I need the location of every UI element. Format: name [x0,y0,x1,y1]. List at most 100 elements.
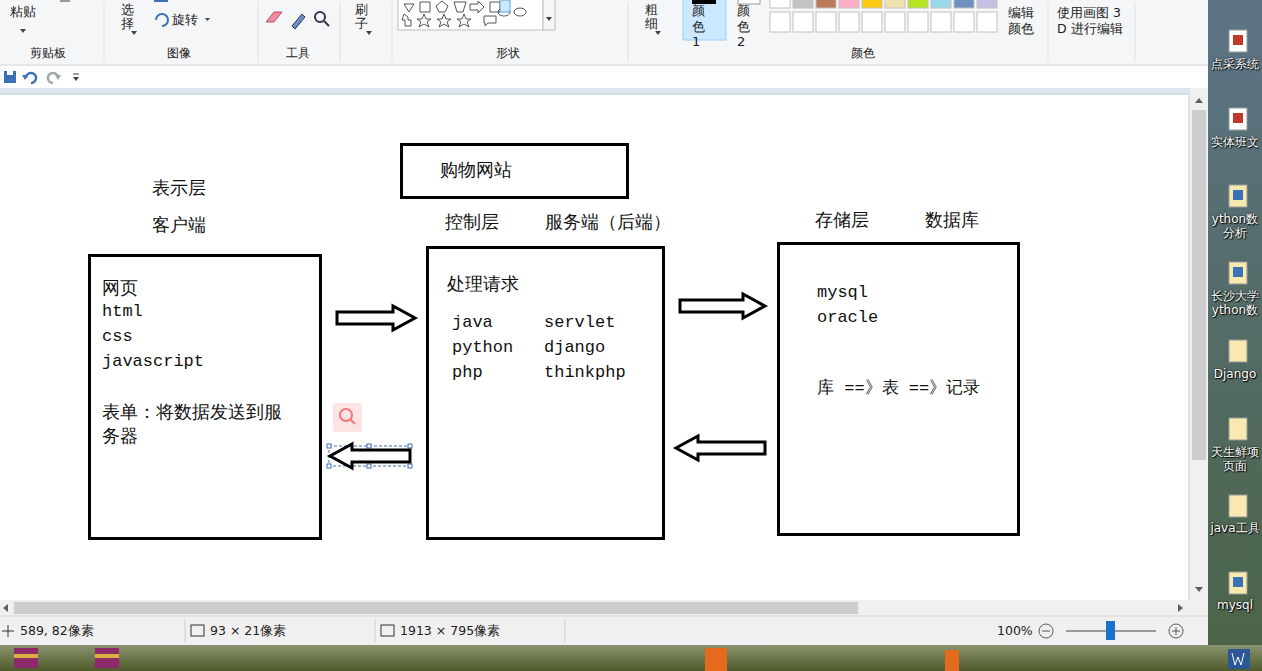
ribbon-part [156,14,168,26]
status-text: 1913 × 795像素 [400,623,500,638]
desktop-part [95,654,119,658]
desktop-part [1229,340,1247,362]
quick-access-bar-part [4,71,16,83]
ribbon-label: 粗细 [645,3,658,32]
ribbon-part [392,2,393,62]
layer-heading: 数据库 [925,209,979,230]
status-text-box: 1913 × 795像素 [400,623,500,639]
scrollbars [0,88,1208,616]
layer-heading-box: 控制层 [445,210,499,234]
desktop-icon-label-box: 实体班文 [1208,135,1262,149]
block-arrow [337,306,415,330]
ribbon-part [266,12,282,22]
status-bar-part [1042,631,1050,632]
layer-box: 存储层数据库mysqloracle库 ==》表 ==》记录 [777,242,1020,536]
layer-heading: 客户端 [152,214,206,235]
scrollbars-part [1195,587,1203,592]
desktop-icon-label: 实体班文 [1208,135,1262,149]
ribbon-label: 选择 [121,3,134,32]
block-arrow [330,444,410,468]
ribbon-label-box: 颜色 1 [692,3,717,50]
color-palette-part [885,0,905,8]
desktop-part [1229,262,1247,284]
desktop-icon-label-box: ython数 分析 [1208,212,1262,241]
node-text-box: css [102,326,133,349]
ribbon-part [340,2,341,62]
ribbon-part [0,0,1208,65]
color-palette-part [793,0,813,8]
status-text-box: 93 × 21像素 [210,623,286,639]
quick-access-bar-part [55,75,61,80]
layer-heading-box: 存储层 [815,208,869,232]
node-text: css [102,327,133,346]
node-text: python [452,338,513,357]
node-text-box: php [452,362,483,385]
canvas-area-part [0,95,1188,600]
layer-heading-box: 服务端（后端） [545,210,671,234]
desktop-icon-label-box: 天生鲜项 页面 [1208,445,1262,474]
canvas-selection-part [327,464,331,468]
canvas-area-part [0,94,1188,95]
color-palette-part [977,0,997,8]
ribbon-part [543,0,555,30]
status-bar-part [185,619,186,642]
ribbon-part [315,12,325,22]
node-text-box: html [102,301,143,324]
ribbon-part [292,14,305,29]
layer-heading: 服务端（后端） [545,211,671,232]
desktop-icon-label-box: Django [1208,367,1262,381]
desktop-icon-label: 天生鲜项 页面 [1208,445,1262,474]
desktop-icon-label-box: 长沙大学 ython数 [1208,289,1262,318]
node-text-box: thinkphp [544,362,626,385]
node-text-box: 表单：将数据发送到服务器 [102,400,290,449]
status-bar-part [0,616,1208,617]
search-overlay-icon-part [333,403,362,432]
desktop-part [1233,113,1243,123]
ribbon-label: 旋转 [172,12,198,27]
desktop-part [1233,577,1243,587]
ribbon-part [324,21,329,26]
desktop-part [0,645,1262,671]
desktop-icon-label: mysql [1208,598,1262,612]
ribbon-label-box: 刷子 [355,3,368,32]
quick-access-bar-part [73,77,79,81]
layer-box: 表示层客户端网页htmlcssjavascript表单：将数据发送到服务器 [88,254,322,540]
color-palette-part [816,12,836,32]
block-arrow [680,294,765,318]
quick-access-bar-part [0,66,1208,88]
status-bar [0,616,1208,645]
color-palette-part [885,12,905,32]
color-palette-part [862,12,882,32]
ribbon-part [500,0,510,12]
ribbon-label-box: 选择 [121,3,134,32]
color-palette-part [954,0,974,8]
color-palette-part [931,12,951,32]
desktop-icon-label: 长沙大学 ython数 [1208,289,1262,318]
ribbon-part [20,29,26,33]
node-text: mysql [817,283,868,302]
canvas-selection-part [327,444,331,448]
desktop-part [1229,185,1247,207]
desktop-part [1229,108,1247,130]
status-bar-part [1106,621,1115,640]
node-text-box: 购物网站 [440,158,512,182]
ribbon-label: 工具 [286,46,310,60]
node-text-box: 网页 [102,276,138,300]
ribbon-label: 使用画图 3 D 进行编辑 [1057,5,1127,38]
ribbon-label: 颜色 2 [737,3,762,50]
ribbon-label-box: 颜色 2 [737,3,762,50]
ribbon-label: 图像 [167,46,191,60]
node-text: 库 ==》表 ==》记录 [817,379,980,398]
ribbon-part [60,0,70,2]
ribbon-part [1048,2,1049,62]
color-palette [770,0,997,32]
desktop-part [1233,35,1243,45]
search-overlay-icon-part [350,419,355,424]
status-text: 93 × 21像素 [210,623,286,638]
desktop-part [945,650,959,671]
node-text: php [452,363,483,382]
color-palette-part [931,0,951,8]
node-text: 处理请求 [447,273,519,294]
color-palette-part [816,0,836,8]
